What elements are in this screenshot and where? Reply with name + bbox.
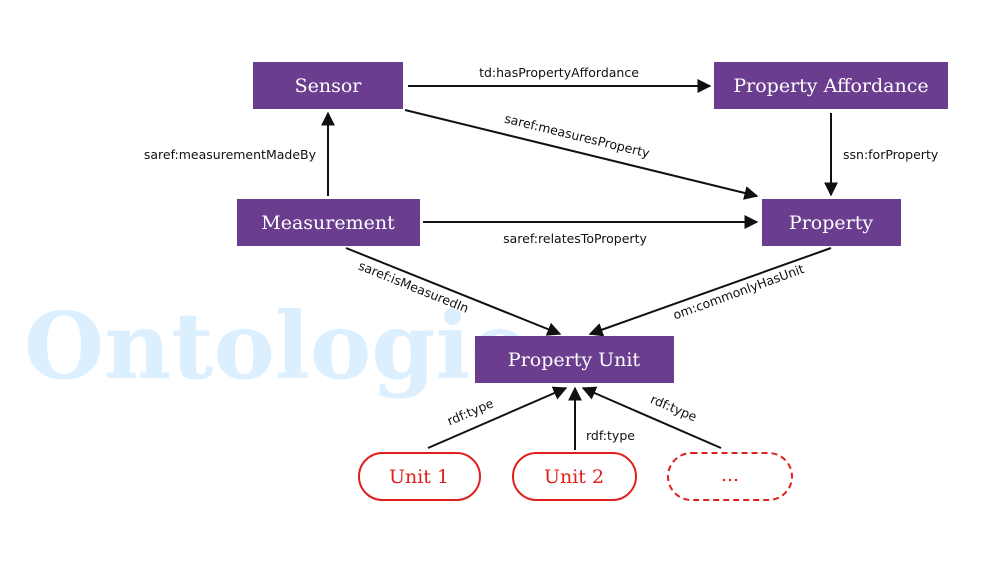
label-rdf-type-unit2: rdf:type [586,428,635,443]
node-sensor: Sensor [253,62,403,109]
node-property-affordance-label: Property Affordance [733,75,928,97]
instance-more-box [667,452,793,501]
node-property-label: Property [789,212,873,234]
instance-unit1-box [358,452,481,501]
label-relates-to-property: saref:relatesToProperty [503,231,647,246]
instance-more-label: ... [721,464,739,486]
label-rdf-type-unit1: rdf:type [445,395,496,428]
node-sensor-label: Sensor [295,75,363,97]
instance-unit2-box [512,452,637,501]
node-property-unit: Property Unit [475,336,674,383]
node-measurement-label: Measurement [261,212,395,234]
watermark-text: Ontologie [24,292,529,400]
node-property-affordance: Property Affordance [714,62,948,109]
label-commonly-has-unit: om:commonlyHasUnit [671,261,806,322]
edge-commonly-has-unit [588,247,832,337]
edge-rdf-type-unit1 [427,386,568,449]
node-measurement: Measurement [237,199,420,246]
node-property: Property [762,199,901,246]
node-property-unit-label: Property Unit [508,349,641,371]
instance-unit2-label: Unit 2 [544,466,604,488]
label-measures-property: saref:measuresProperty [503,111,652,161]
node-property-box [762,199,901,246]
node-property-affordance-box [714,62,948,109]
label-for-property: ssn:forProperty [843,147,939,162]
label-measurement-made-by: saref:measurementMadeBy [144,147,317,162]
instance-unit1-label: Unit 1 [389,466,449,488]
edge-is-measured-in [345,247,562,336]
edges [321,79,838,450]
edge-rdf-type-more [581,386,722,449]
label-has-property-affordance: td:hasPropertyAffordance [479,65,639,80]
node-sensor-box [253,62,403,109]
edge-measures-property [404,109,759,200]
instance-unit2: Unit 2 [512,452,637,501]
instance-more: ... [667,452,793,501]
node-measurement-box [237,199,420,246]
node-property-unit-box [475,336,674,383]
instance-unit1: Unit 1 [358,452,481,501]
